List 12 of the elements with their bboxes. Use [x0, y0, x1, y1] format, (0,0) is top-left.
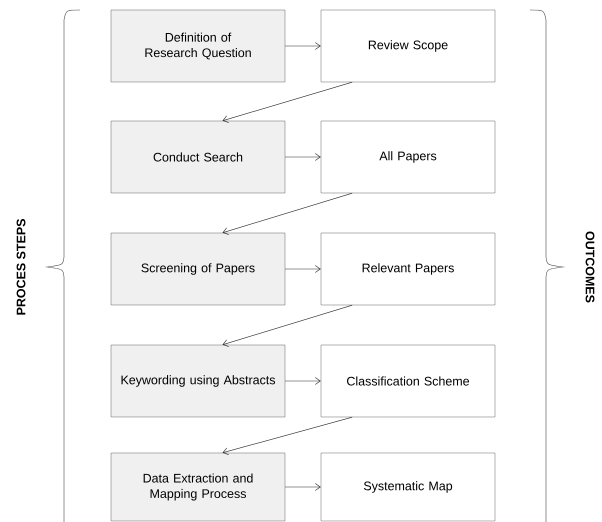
process-box: Keywording using Abstracts	[110, 344, 286, 418]
process-box: Conduct Search	[110, 120, 286, 194]
side-label: OUTCOMES	[586, 232, 594, 302]
process-box: Screening of Papers	[110, 232, 286, 306]
side-label: PROCES STEPS	[16, 219, 26, 315]
outcome-box: Classification Scheme	[320, 344, 496, 418]
outcome-box: Relevant Papers	[320, 232, 496, 306]
outcome-box: Systematic Map	[320, 452, 496, 522]
process-box: Definition of Research Question	[110, 10, 286, 82]
outcome-box: Review Scope	[320, 10, 496, 82]
outcome-box: All Papers	[320, 120, 496, 194]
process-box: Data Extraction and Mapping Process	[110, 452, 286, 522]
